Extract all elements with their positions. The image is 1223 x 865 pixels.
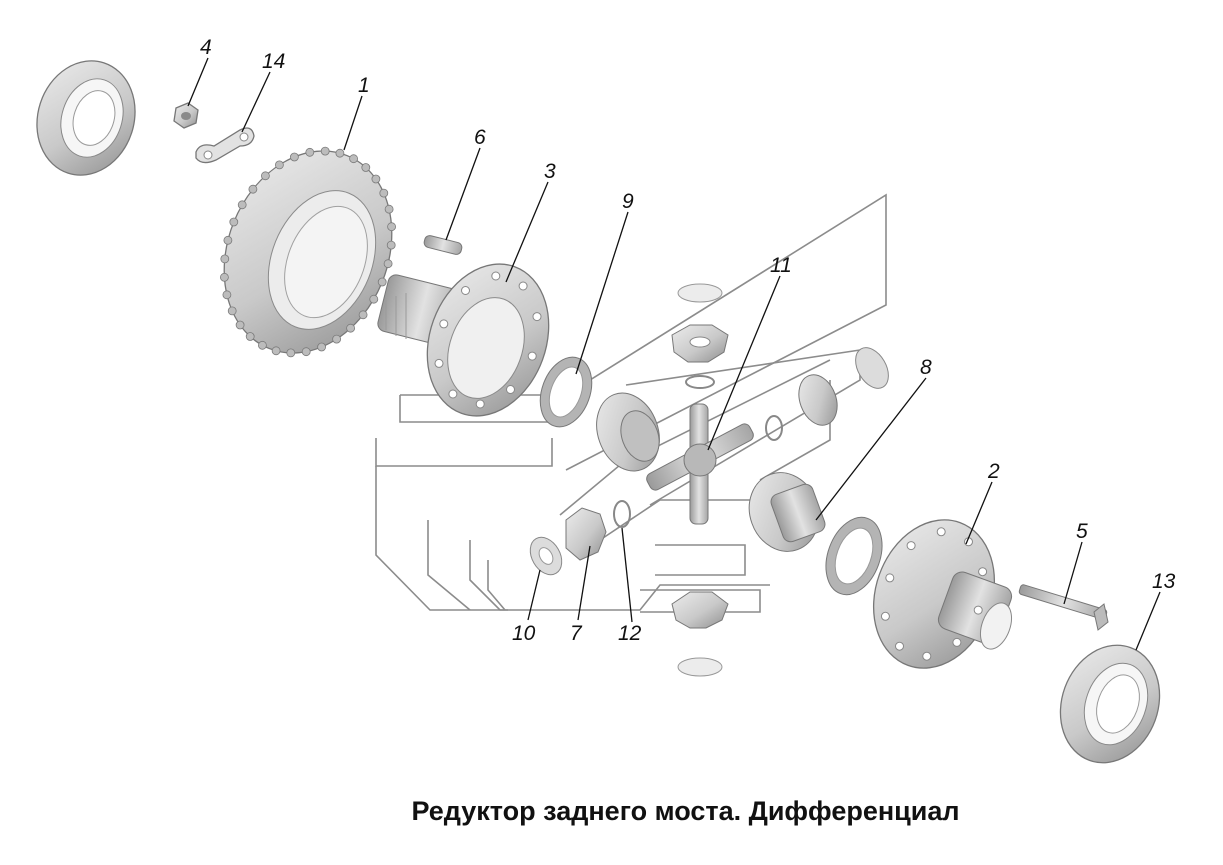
bolt-hole — [885, 573, 895, 583]
gear-tooth — [387, 222, 397, 232]
bolt-hole — [532, 312, 542, 322]
bolt-hole — [936, 527, 946, 537]
gear-tooth — [248, 184, 258, 194]
gear-tooth — [220, 254, 230, 264]
gear-tooth — [274, 160, 284, 170]
gear-tooth — [349, 154, 359, 164]
gear-tooth — [289, 152, 299, 162]
callout-14: 14 — [262, 50, 285, 73]
callout-12: 12 — [618, 622, 642, 645]
gear-tooth — [361, 163, 371, 172]
bolt-part-5 — [1018, 584, 1109, 631]
gear-tooth — [384, 204, 394, 214]
bolt-hole — [491, 271, 501, 281]
gear-tooth — [237, 200, 247, 210]
gear-tooth — [379, 188, 389, 198]
thrust-washer-part-9 — [539, 356, 593, 428]
bolt-hole — [434, 358, 444, 368]
gear-tooth — [245, 332, 255, 341]
gear-tooth — [335, 148, 345, 158]
lock-plate-part-14 — [195, 127, 255, 164]
gear-tooth — [346, 323, 356, 333]
callout-13: 13 — [1152, 570, 1176, 593]
thrust-washer-right — [825, 516, 883, 596]
bolt-hole — [439, 319, 449, 329]
pinion-gear-bottom — [671, 591, 729, 629]
top-washer — [677, 283, 723, 303]
gear-tooth — [260, 171, 270, 181]
bolt-hole — [506, 385, 515, 394]
gear-tooth — [235, 320, 245, 330]
case-half-part-2 — [872, 519, 1013, 669]
bolt-hole — [518, 281, 528, 291]
case-half-part-3 — [377, 263, 550, 417]
gear-tooth — [383, 259, 393, 269]
callout-labels: 4 14 1 6 3 9 11 8 2 5 13 10 7 12 — [200, 36, 1176, 645]
gear-tooth — [386, 240, 396, 250]
pin-part-6 — [423, 235, 463, 255]
bolt-hole — [973, 605, 983, 615]
pinion-gear-top — [671, 324, 729, 363]
small-ring-top — [685, 375, 715, 389]
pinion-gear-right — [798, 374, 838, 426]
gear-tooth — [320, 146, 330, 156]
callout-8: 8 — [920, 356, 932, 379]
gear-tooth — [369, 294, 379, 304]
callout-11: 11 — [770, 254, 792, 277]
bolt-hole — [978, 567, 988, 577]
gear-tooth — [229, 217, 239, 227]
bolt-hole — [895, 641, 904, 651]
bottom-washer — [677, 657, 723, 677]
gear-tooth — [317, 342, 327, 352]
callout-5: 5 — [1076, 520, 1088, 543]
bolt-hole — [952, 637, 962, 647]
washer-right-top — [855, 347, 889, 389]
gear-tooth — [219, 272, 229, 282]
bearing-right-part-13 — [1059, 644, 1161, 764]
bearing-left — [36, 60, 136, 176]
bolt-hole — [461, 286, 470, 295]
bolt-hole — [475, 399, 485, 409]
side-gear-part-8 — [748, 472, 826, 552]
nut-part-4 — [173, 102, 199, 129]
bolt-hole — [922, 651, 932, 661]
callout-10: 10 — [512, 622, 536, 645]
callout-3: 3 — [544, 160, 556, 183]
gear-tooth — [227, 306, 237, 316]
callout-4: 4 — [200, 36, 212, 59]
callout-2: 2 — [987, 460, 1000, 483]
callout-9: 9 — [622, 190, 634, 213]
gear-tooth — [358, 310, 368, 320]
gear-tooth — [222, 290, 232, 300]
callout-7: 7 — [570, 622, 583, 645]
gear-tooth — [271, 346, 281, 356]
ring-gear-part-1 — [219, 146, 397, 358]
bolt-hole — [527, 351, 537, 361]
leader-lines — [187, 57, 1161, 651]
bolt-hole — [448, 389, 458, 399]
gear-tooth — [257, 340, 267, 350]
bolt-hole — [880, 611, 890, 621]
spider-cross-part-11 — [646, 403, 754, 525]
bolt-hole — [906, 541, 916, 551]
gear-tooth — [332, 334, 342, 344]
gear-tooth — [223, 235, 233, 245]
small-ring-right — [765, 415, 783, 441]
gear-tooth — [371, 174, 381, 184]
gear-tooth — [377, 277, 387, 287]
callout-6: 6 — [474, 126, 486, 149]
callout-1: 1 — [358, 74, 370, 97]
washer-part-10 — [529, 536, 563, 576]
pinion-gear-part-7 — [565, 507, 607, 561]
ring-part-12 — [613, 500, 631, 528]
gear-tooth — [305, 147, 315, 157]
gear-tooth — [301, 347, 311, 357]
gear-tooth — [286, 348, 296, 358]
side-gear-left — [596, 392, 660, 472]
diagram-title: Редуктор заднего моста. Дифференциал — [411, 796, 960, 826]
